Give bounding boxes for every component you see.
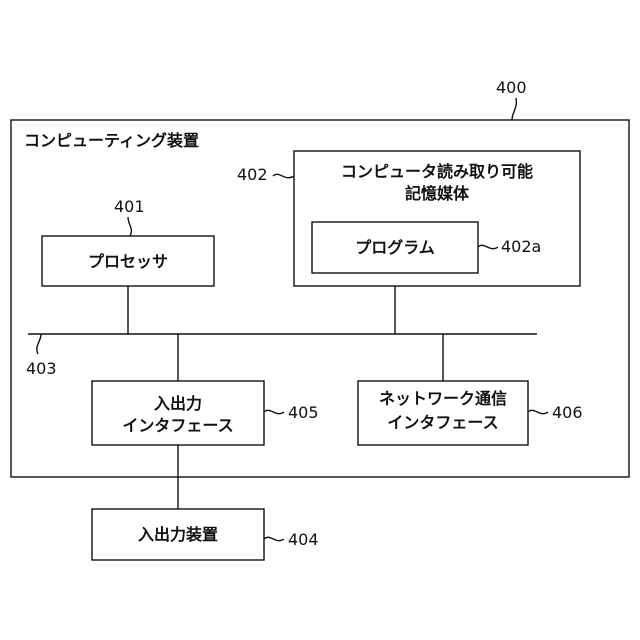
processor-ref-number: 401: [114, 197, 145, 216]
storage-ref-number: 402: [237, 165, 268, 184]
storage-medium-label-line2: 記憶媒体: [405, 184, 470, 203]
network-interface-label-line1: ネットワーク通信: [379, 389, 507, 408]
bus-ref-number: 403: [26, 359, 57, 378]
program-ref-number: 402a: [501, 237, 541, 256]
outer-ref-leader: [512, 98, 516, 120]
io-interface-ref-number: 405: [288, 403, 319, 422]
computing-device-label: コンピューティング装置: [24, 131, 199, 150]
processor-label: プロセッサ: [88, 252, 168, 271]
network-interface-ref-number: 406: [552, 403, 583, 422]
outer-ref-number: 400: [496, 78, 527, 97]
io-interface-label-line1: 入出力: [154, 394, 202, 413]
io-interface-label-line2: インタフェース: [122, 416, 233, 435]
io-device-ref-number: 404: [288, 530, 319, 549]
io-device-ref-leader: [264, 537, 284, 540]
storage-medium-label-line1: コンピュータ読み取り可能: [341, 162, 533, 181]
program-label: プログラム: [355, 238, 435, 257]
io-device-label: 入出力装置: [138, 525, 218, 544]
network-interface-label-line2: インタフェース: [387, 413, 498, 432]
io-interface-box: [92, 381, 264, 445]
